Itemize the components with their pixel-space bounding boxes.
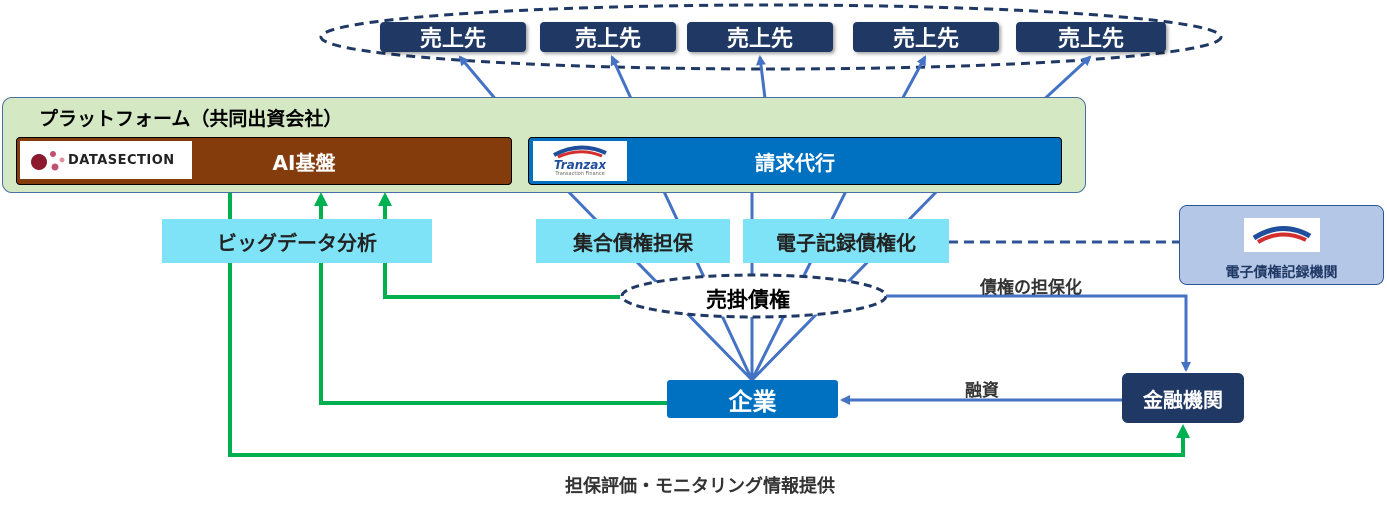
bank-box: 金融機関 (1122, 373, 1244, 423)
platform-title: プラットフォーム（共同出資会社） (39, 108, 343, 130)
collateral-box: 集合債権担保 (536, 219, 730, 263)
e-claim-label: 電子記録債権化 (776, 230, 916, 255)
datasection-logo-text: DATASECTION (68, 152, 175, 168)
buyer-label: 売上先 (574, 27, 641, 52)
securitization-label: 債権の担保化 (980, 278, 1082, 298)
e-claim-box: 電子記録債権化 (743, 219, 949, 263)
financing-label: 融資 (965, 381, 999, 401)
buyer-box-3: 売上先 (687, 22, 833, 52)
buyer-box-1: 売上先 (380, 22, 526, 52)
company-to-ai-arrow (314, 192, 667, 405)
registry-logo (1243, 218, 1320, 252)
buyer-label: 売上先 (1057, 27, 1124, 52)
collateral-label: 集合債権担保 (573, 230, 693, 255)
bigdata-analysis-box: ビッグデータ分析 (162, 219, 432, 263)
tranzax-logo-tagline: Transaction Finance (555, 171, 605, 177)
billing-service-label: 請求代行 (755, 150, 835, 175)
buyer-box-4: 売上先 (853, 22, 999, 52)
buyer-box-5: 売上先 (1016, 22, 1166, 52)
ai-platform-label: AI基盤 (272, 150, 336, 175)
buyer-label: 売上先 (892, 27, 959, 52)
buyers-group-ellipse (319, 3, 1223, 71)
e-claim-registry-box: 電子債権記録機関 (1179, 205, 1384, 285)
securitization-arrow (886, 294, 1191, 372)
buyer-label: 売上先 (726, 27, 793, 52)
monitoring-label: 担保評価・モニタリング情報提供 (565, 476, 835, 497)
buyer-label: 売上先 (419, 27, 486, 52)
tranzax-swoosh-icon (553, 145, 607, 159)
bank-label: 金融機関 (1143, 387, 1223, 412)
tranzax-logo-text: Tranzax (553, 158, 607, 172)
bigdata-analysis-label: ビッグデータ分析 (217, 230, 377, 255)
monitoring-arrow (228, 190, 1190, 457)
tranzax-logo: Tranzax Transaction Finance (533, 141, 627, 181)
buyer-box-2: 売上先 (540, 22, 676, 52)
company-box: 企業 (667, 380, 838, 418)
receivables-label: 売掛債権 (706, 288, 790, 312)
registry-swoosh-icon (1252, 226, 1311, 244)
datasection-dots-icon (31, 151, 65, 171)
datasection-logo: DATASECTION (20, 141, 192, 179)
registry-label: 電子債権記録機関 (1225, 265, 1338, 281)
company-label: 企業 (728, 387, 777, 416)
